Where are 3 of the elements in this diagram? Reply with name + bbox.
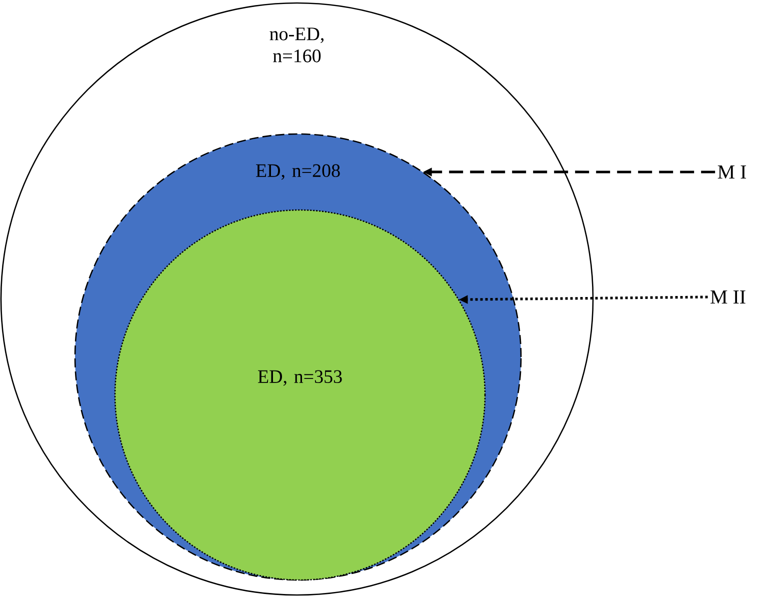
method-label: M II [710,290,746,304]
circle-region: ED, n=353 [114,209,486,581]
method-label: M I [718,165,746,179]
